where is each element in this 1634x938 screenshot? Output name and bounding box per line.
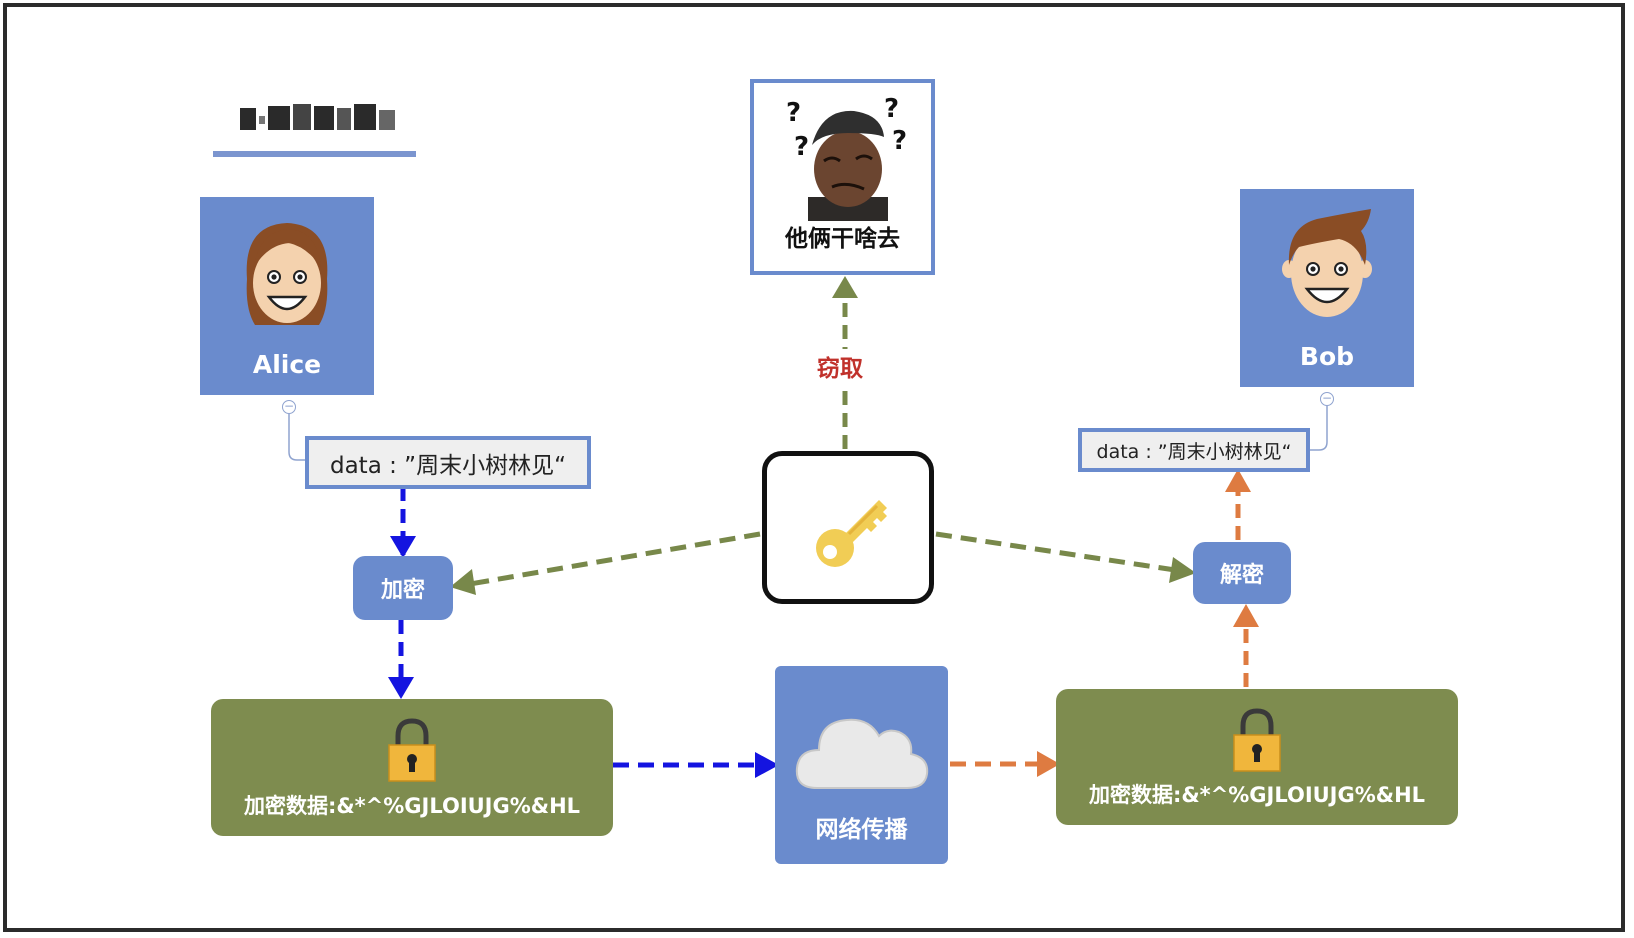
arrow-key-to-encrypt — [469, 531, 761, 587]
arrow-key-to-decrypt — [935, 531, 1176, 573]
decrypt-step: 解密 — [1193, 542, 1291, 604]
alice-name: Alice — [252, 350, 322, 379]
observer-label: 他俩干啥去 — [785, 226, 900, 252]
encrypt-step: 加密 — [353, 556, 453, 620]
padlock-icon — [1233, 708, 1281, 772]
pixelated-title — [240, 102, 395, 132]
bob-encrypted-text: 加密数据:&*^%GJLOIUJG%&HL — [1088, 783, 1426, 807]
bob-encrypted-data: 加密数据:&*^%GJLOIUJG%&HL — [1056, 689, 1458, 825]
alice-encrypted-text: 加密数据:&*^%GJLOIUJG%&HL — [243, 794, 581, 818]
arrowhead-network-to-ciphertext — [1037, 751, 1060, 777]
alice-data-box: data : ”周末小树林见“ — [305, 436, 591, 489]
observer-node: ? ? ? ? 他俩干啥去 — [750, 79, 935, 275]
arrowhead-key-to-decrypt — [1169, 557, 1196, 583]
cloud-icon — [795, 718, 929, 789]
alice-node: Alice — [200, 197, 374, 395]
bob-tree-connector — [1310, 406, 1328, 451]
alice-encrypted-data: 加密数据:&*^%GJLOIUJG%&HL — [211, 699, 613, 836]
bob-collapse-icon[interactable]: − — [1320, 391, 1334, 406]
bob-data-box: data : ”周末小树林见“ — [1078, 428, 1310, 472]
arrowhead-key-to-observer — [832, 276, 858, 298]
alice-tree-connector — [288, 414, 306, 461]
steal-label: 窃取 — [815, 349, 865, 383]
outer-frame — [3, 3, 1625, 932]
network-label: 网络传播 — [815, 817, 908, 843]
title-underline — [213, 151, 416, 157]
svg-text:?: ? — [794, 132, 809, 162]
alice-avatar-icon — [246, 223, 328, 325]
padlock-icon — [388, 718, 436, 782]
bob-node: Bob — [1240, 189, 1414, 387]
bob-name: Bob — [1299, 342, 1355, 371]
bob-avatar-icon — [1282, 209, 1372, 317]
svg-text:?: ? — [884, 94, 899, 124]
alice-collapse-icon[interactable]: − — [282, 399, 296, 414]
svg-text:?: ? — [786, 98, 801, 128]
arrowhead-ciphertext-to-decrypt — [1233, 604, 1259, 627]
arrowhead-ciphertext-to-network — [755, 752, 779, 778]
confused-face-icon: ? ? ? ? — [786, 94, 907, 221]
key-icon — [816, 500, 887, 567]
arrowhead-decrypt-to-data — [1225, 469, 1251, 492]
network-node: 网络传播 — [775, 666, 948, 864]
key-node — [762, 451, 934, 604]
arrowhead-encrypt-to-ciphertext — [388, 677, 414, 699]
arrowhead-key-to-encrypt — [450, 569, 476, 595]
arrowhead-data-to-encrypt — [390, 536, 416, 558]
svg-text:?: ? — [892, 126, 907, 156]
